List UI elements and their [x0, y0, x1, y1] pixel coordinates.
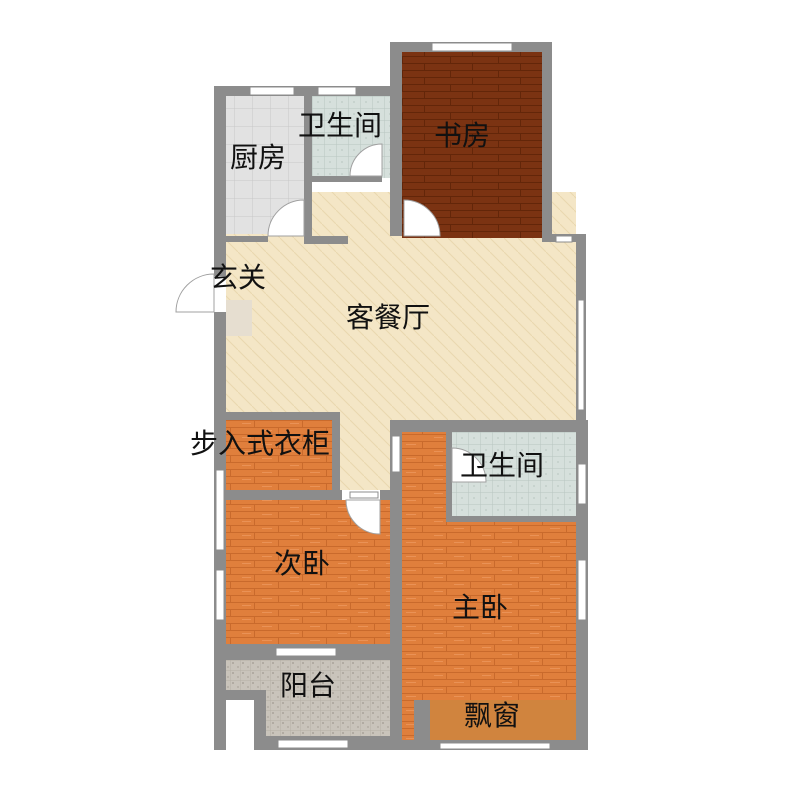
balcony-floor: [226, 660, 390, 736]
walk-in-closet-floor: [226, 420, 332, 490]
room-label-bathroom-master: 卫生间: [460, 449, 545, 482]
north-bath-door: [349, 143, 383, 177]
bay-window-ledge: [430, 700, 576, 740]
doors: [175, 143, 487, 535]
kitchen-door: [267, 199, 305, 237]
room-label-living-dining: 客餐厅: [346, 301, 431, 334]
second-bedroom-door: [345, 499, 381, 535]
room-label-balcony: 阳台: [280, 669, 337, 702]
windows: [215, 42, 587, 750]
room-label-master-bedroom: 主卧: [452, 591, 509, 624]
entry-door: [175, 273, 215, 313]
master-bath-door: [451, 447, 487, 483]
room-label-foyer: 玄关: [210, 261, 267, 294]
room-label-bathroom-north: 卫生间: [298, 109, 383, 142]
room-label-walk-in-closet: 步入式衣柜: [190, 427, 331, 460]
room-label-second-bedroom: 次卧: [274, 547, 331, 580]
study-door: [403, 199, 441, 237]
room-label-study: 书房: [434, 119, 491, 152]
room-label-bay-window: 飘窗: [464, 699, 521, 732]
room-label-kitchen: 厨房: [230, 141, 287, 174]
entry-threshold: [226, 300, 252, 336]
corridor-floor: [332, 420, 392, 490]
